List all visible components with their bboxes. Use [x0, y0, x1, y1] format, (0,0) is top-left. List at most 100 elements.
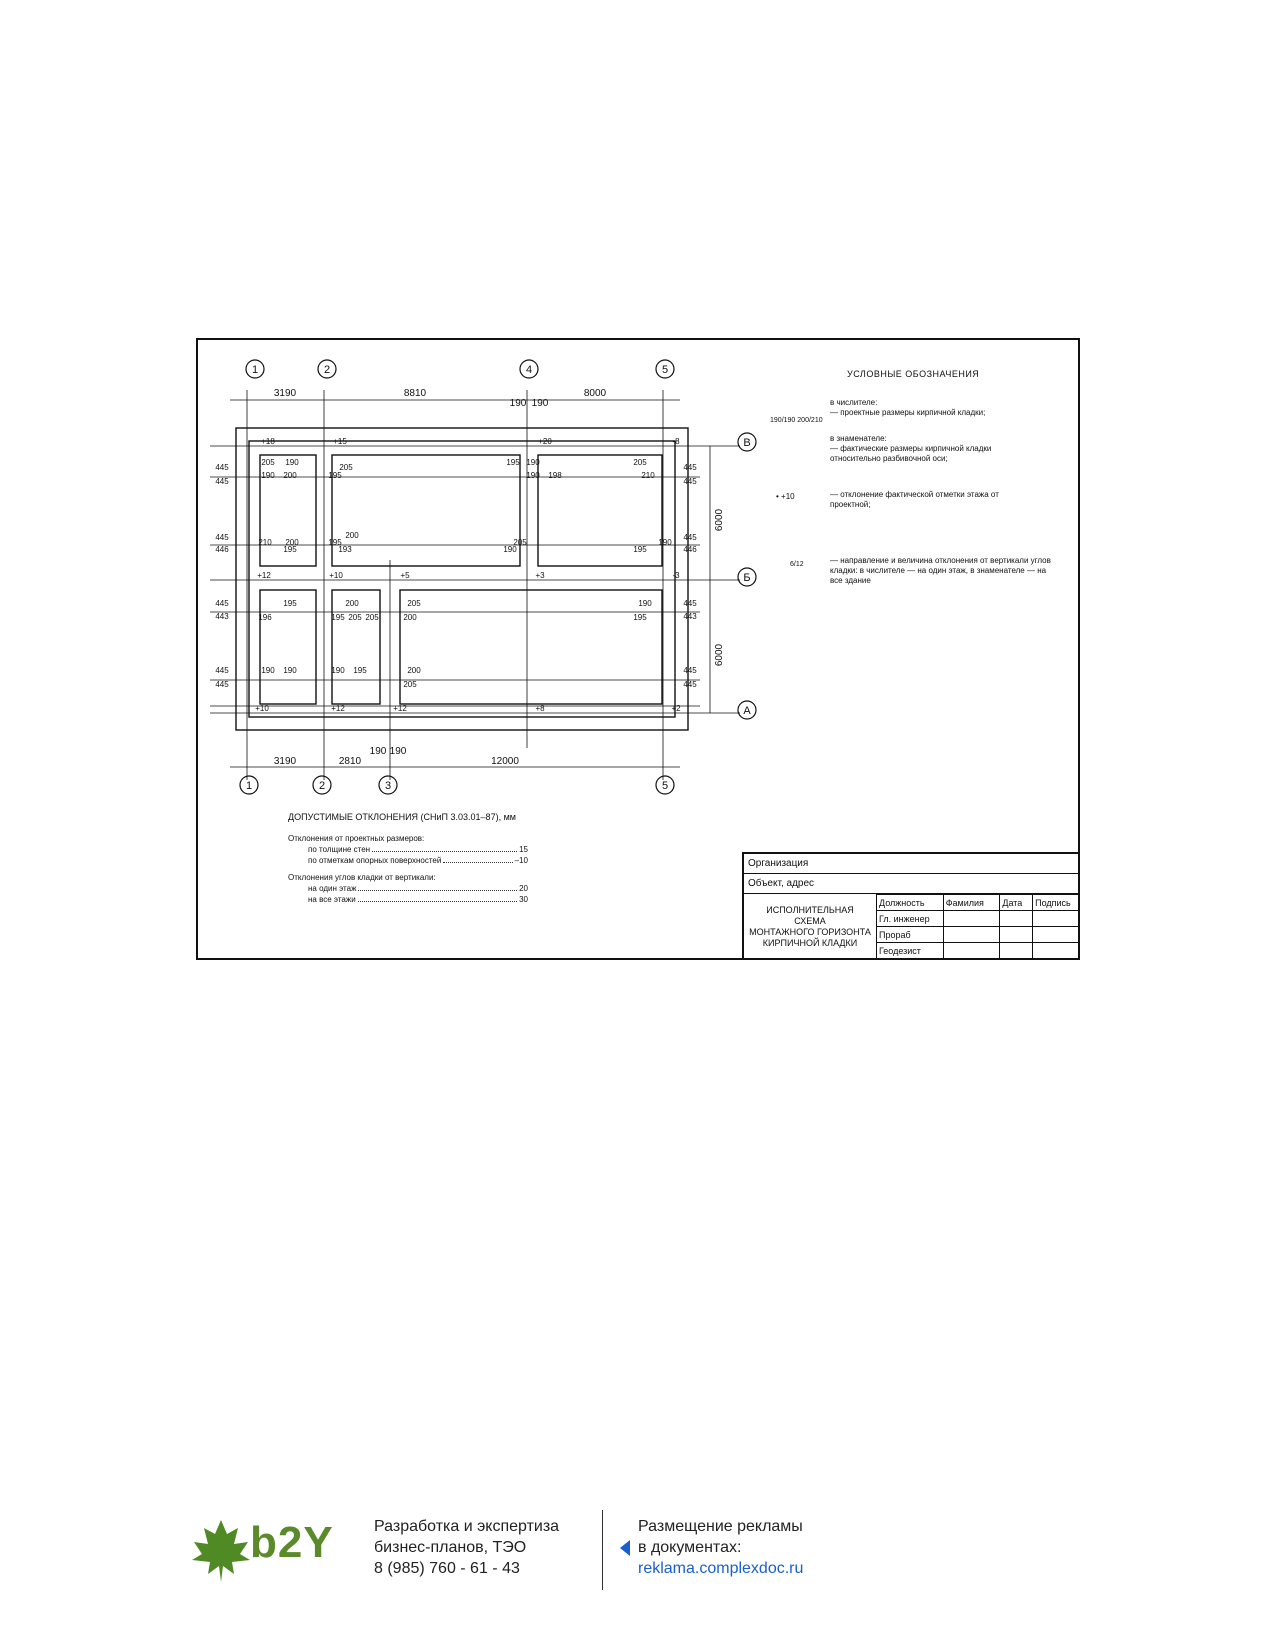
- legend-numerator-caption: в числителе:: [830, 398, 878, 407]
- elevation-mark: +2: [671, 704, 681, 713]
- table-header: Фамилия: [942, 894, 1001, 911]
- table-cell: Прораб: [876, 926, 944, 943]
- inner-dimension: 205: [365, 613, 379, 622]
- inner-dimension: 205: [403, 680, 417, 689]
- dim-left: 443: [215, 612, 229, 621]
- dim-bottom: 2810: [339, 756, 362, 767]
- outer-wall-outer: [235, 427, 689, 731]
- dim-right: 445: [683, 477, 697, 486]
- ads-link[interactable]: reklama.complexdoc.ru: [638, 1560, 804, 1577]
- inner-dimension: 190: [283, 666, 297, 675]
- axis-label: 1: [252, 364, 258, 376]
- dim-bottom: 190: [390, 746, 407, 757]
- elevation-mark: +5: [400, 571, 410, 580]
- footer-divider: [602, 1510, 603, 1590]
- inner-dimension: 196: [258, 613, 272, 622]
- inner-dimension: 200: [345, 531, 359, 540]
- inner-dimension: 190: [526, 458, 540, 467]
- table-header: Должность: [876, 894, 944, 911]
- legend-denominator-text: — фактические размеры кирпичной кладки о…: [830, 444, 992, 463]
- organization-field: Организация: [744, 854, 1080, 874]
- dim-top: 190: [532, 398, 549, 409]
- inner-dimension: 195: [283, 545, 297, 554]
- inner-dimension: 190: [526, 471, 540, 480]
- inner-dimension: 198: [548, 471, 562, 480]
- inner-dimension: 190: [285, 458, 299, 467]
- axis-label: 1: [246, 780, 252, 792]
- inner-dimension: 195: [506, 458, 520, 467]
- title-block: Организация Объект, адрес ИСПОЛНИТЕЛЬНАЯ…: [742, 852, 1080, 960]
- inner-dimension: 200: [285, 538, 299, 547]
- dim-bottom: 12000: [491, 756, 519, 767]
- inner-dimension: 190: [331, 666, 345, 675]
- table-header: Дата: [999, 894, 1034, 911]
- dim-right: 445: [683, 599, 697, 608]
- inner-dimension: 193: [338, 545, 352, 554]
- dim-right: 445: [683, 666, 697, 675]
- elevation-mark: +12: [331, 704, 345, 713]
- inner-dimension: 190: [638, 599, 652, 608]
- inner-dimension: 195: [633, 613, 647, 622]
- inner-dimension: 195: [353, 666, 367, 675]
- elevation-mark: +3: [535, 571, 545, 580]
- room: [259, 589, 317, 705]
- inner-dimension: 190: [658, 538, 672, 547]
- dim-right: 6000: [714, 508, 725, 531]
- inner-dimension: 195: [283, 599, 297, 608]
- legend-elev-symbol: • +10: [776, 492, 795, 501]
- legend-vert-sample: 6/12: [790, 561, 804, 568]
- dim-top: 8000: [584, 388, 607, 399]
- table-cell: Гл. инженер: [876, 910, 944, 927]
- maple-leaf-icon: [192, 1520, 250, 1582]
- inner-dimension: 205: [261, 458, 275, 467]
- dim-top: 3190: [274, 388, 297, 399]
- inner-dimension: 190: [503, 545, 517, 554]
- room: [331, 589, 381, 705]
- table-header: Подпись: [1032, 894, 1080, 911]
- dim-right: 6000: [714, 643, 725, 666]
- inner-dimension: 190: [261, 471, 275, 480]
- elevation-mark: -3: [672, 571, 680, 580]
- dim-left: 446: [215, 545, 229, 554]
- room: [259, 454, 317, 567]
- inner-dimension: 210: [641, 471, 655, 480]
- inner-dimension: 205: [633, 458, 647, 467]
- room: [331, 454, 521, 567]
- drawing-title: ИСПОЛНИТЕЛЬНАЯ СХЕМА МОНТАЖНОГО ГОРИЗОНТ…: [744, 894, 877, 960]
- arrow-left-icon: [620, 1540, 630, 1556]
- room: [537, 454, 663, 567]
- legend-numerator-text: — проектные размеры кирпичной кладки;: [830, 408, 986, 417]
- axis-label: Б: [743, 572, 750, 584]
- legend-vert-text: — направление и величина отклонения от в…: [830, 556, 1051, 585]
- elevation-mark: +10: [255, 704, 269, 713]
- dim-left: 445: [215, 533, 229, 542]
- axis-label: 2: [324, 364, 330, 376]
- elevation-mark: +12: [393, 704, 407, 713]
- inner-dimension: 200: [283, 471, 297, 480]
- legend-sample: 190/190 200/210: [770, 417, 823, 424]
- dim-left: 445: [215, 477, 229, 486]
- axis-label: 4: [526, 364, 532, 376]
- object-field: Объект, адрес: [744, 874, 1080, 894]
- logo-text: b2Y: [250, 1518, 334, 1567]
- dim-bottom: 190: [370, 746, 387, 757]
- legend-denominator-caption: в знаменателе:: [830, 434, 887, 443]
- elevation-mark: +10: [329, 571, 343, 580]
- dim-left: 445: [215, 680, 229, 689]
- dim-left: 445: [215, 463, 229, 472]
- dim-right: 446: [683, 545, 697, 554]
- dim-right: 445: [683, 463, 697, 472]
- axis-label: В: [743, 437, 750, 449]
- elevation-mark: +18: [261, 437, 275, 446]
- dim-left: 445: [215, 599, 229, 608]
- inner-dimension: 205: [339, 463, 353, 472]
- dim-left: 445: [215, 666, 229, 675]
- signature-table: Должность Фамилия Дата Подпись Гл. инжен…: [876, 894, 1080, 959]
- dim-right: 445: [683, 680, 697, 689]
- room: [399, 589, 663, 705]
- inner-dimension: 195: [633, 545, 647, 554]
- axis-label: 2: [319, 780, 325, 792]
